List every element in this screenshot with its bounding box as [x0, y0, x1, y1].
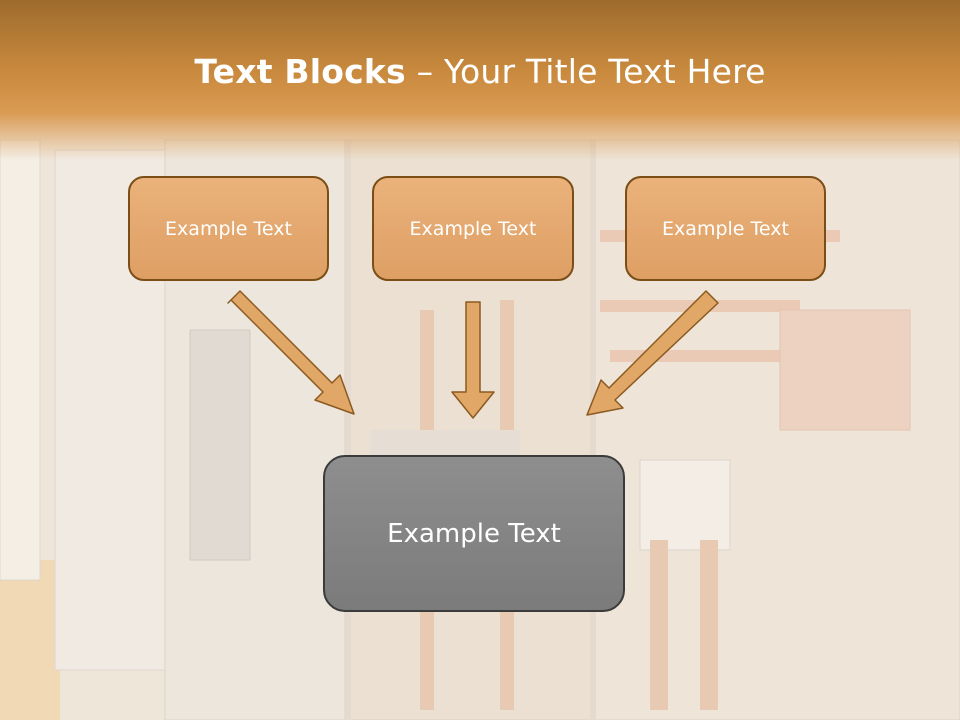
- text-block-middle[interactable]: Example Text: [372, 176, 574, 281]
- arrow-left: [227, 290, 355, 415]
- arrow-middle: [451, 301, 495, 419]
- text-block-center-label: Example Text: [387, 518, 561, 549]
- arrow-right: [586, 290, 719, 416]
- title-bold: Text Blocks: [194, 52, 406, 91]
- text-block-center[interactable]: Example Text: [323, 455, 625, 612]
- text-block-left-label: Example Text: [165, 217, 292, 240]
- title-bar: [0, 0, 960, 160]
- slide-title: Text Blocks – Your Title Text Here: [0, 52, 960, 91]
- text-block-right[interactable]: Example Text: [625, 176, 826, 281]
- text-block-right-label: Example Text: [662, 217, 789, 240]
- text-block-middle-label: Example Text: [409, 217, 537, 240]
- text-block-left[interactable]: Example Text: [128, 176, 329, 281]
- title-rest: – Your Title Text Here: [405, 52, 766, 91]
